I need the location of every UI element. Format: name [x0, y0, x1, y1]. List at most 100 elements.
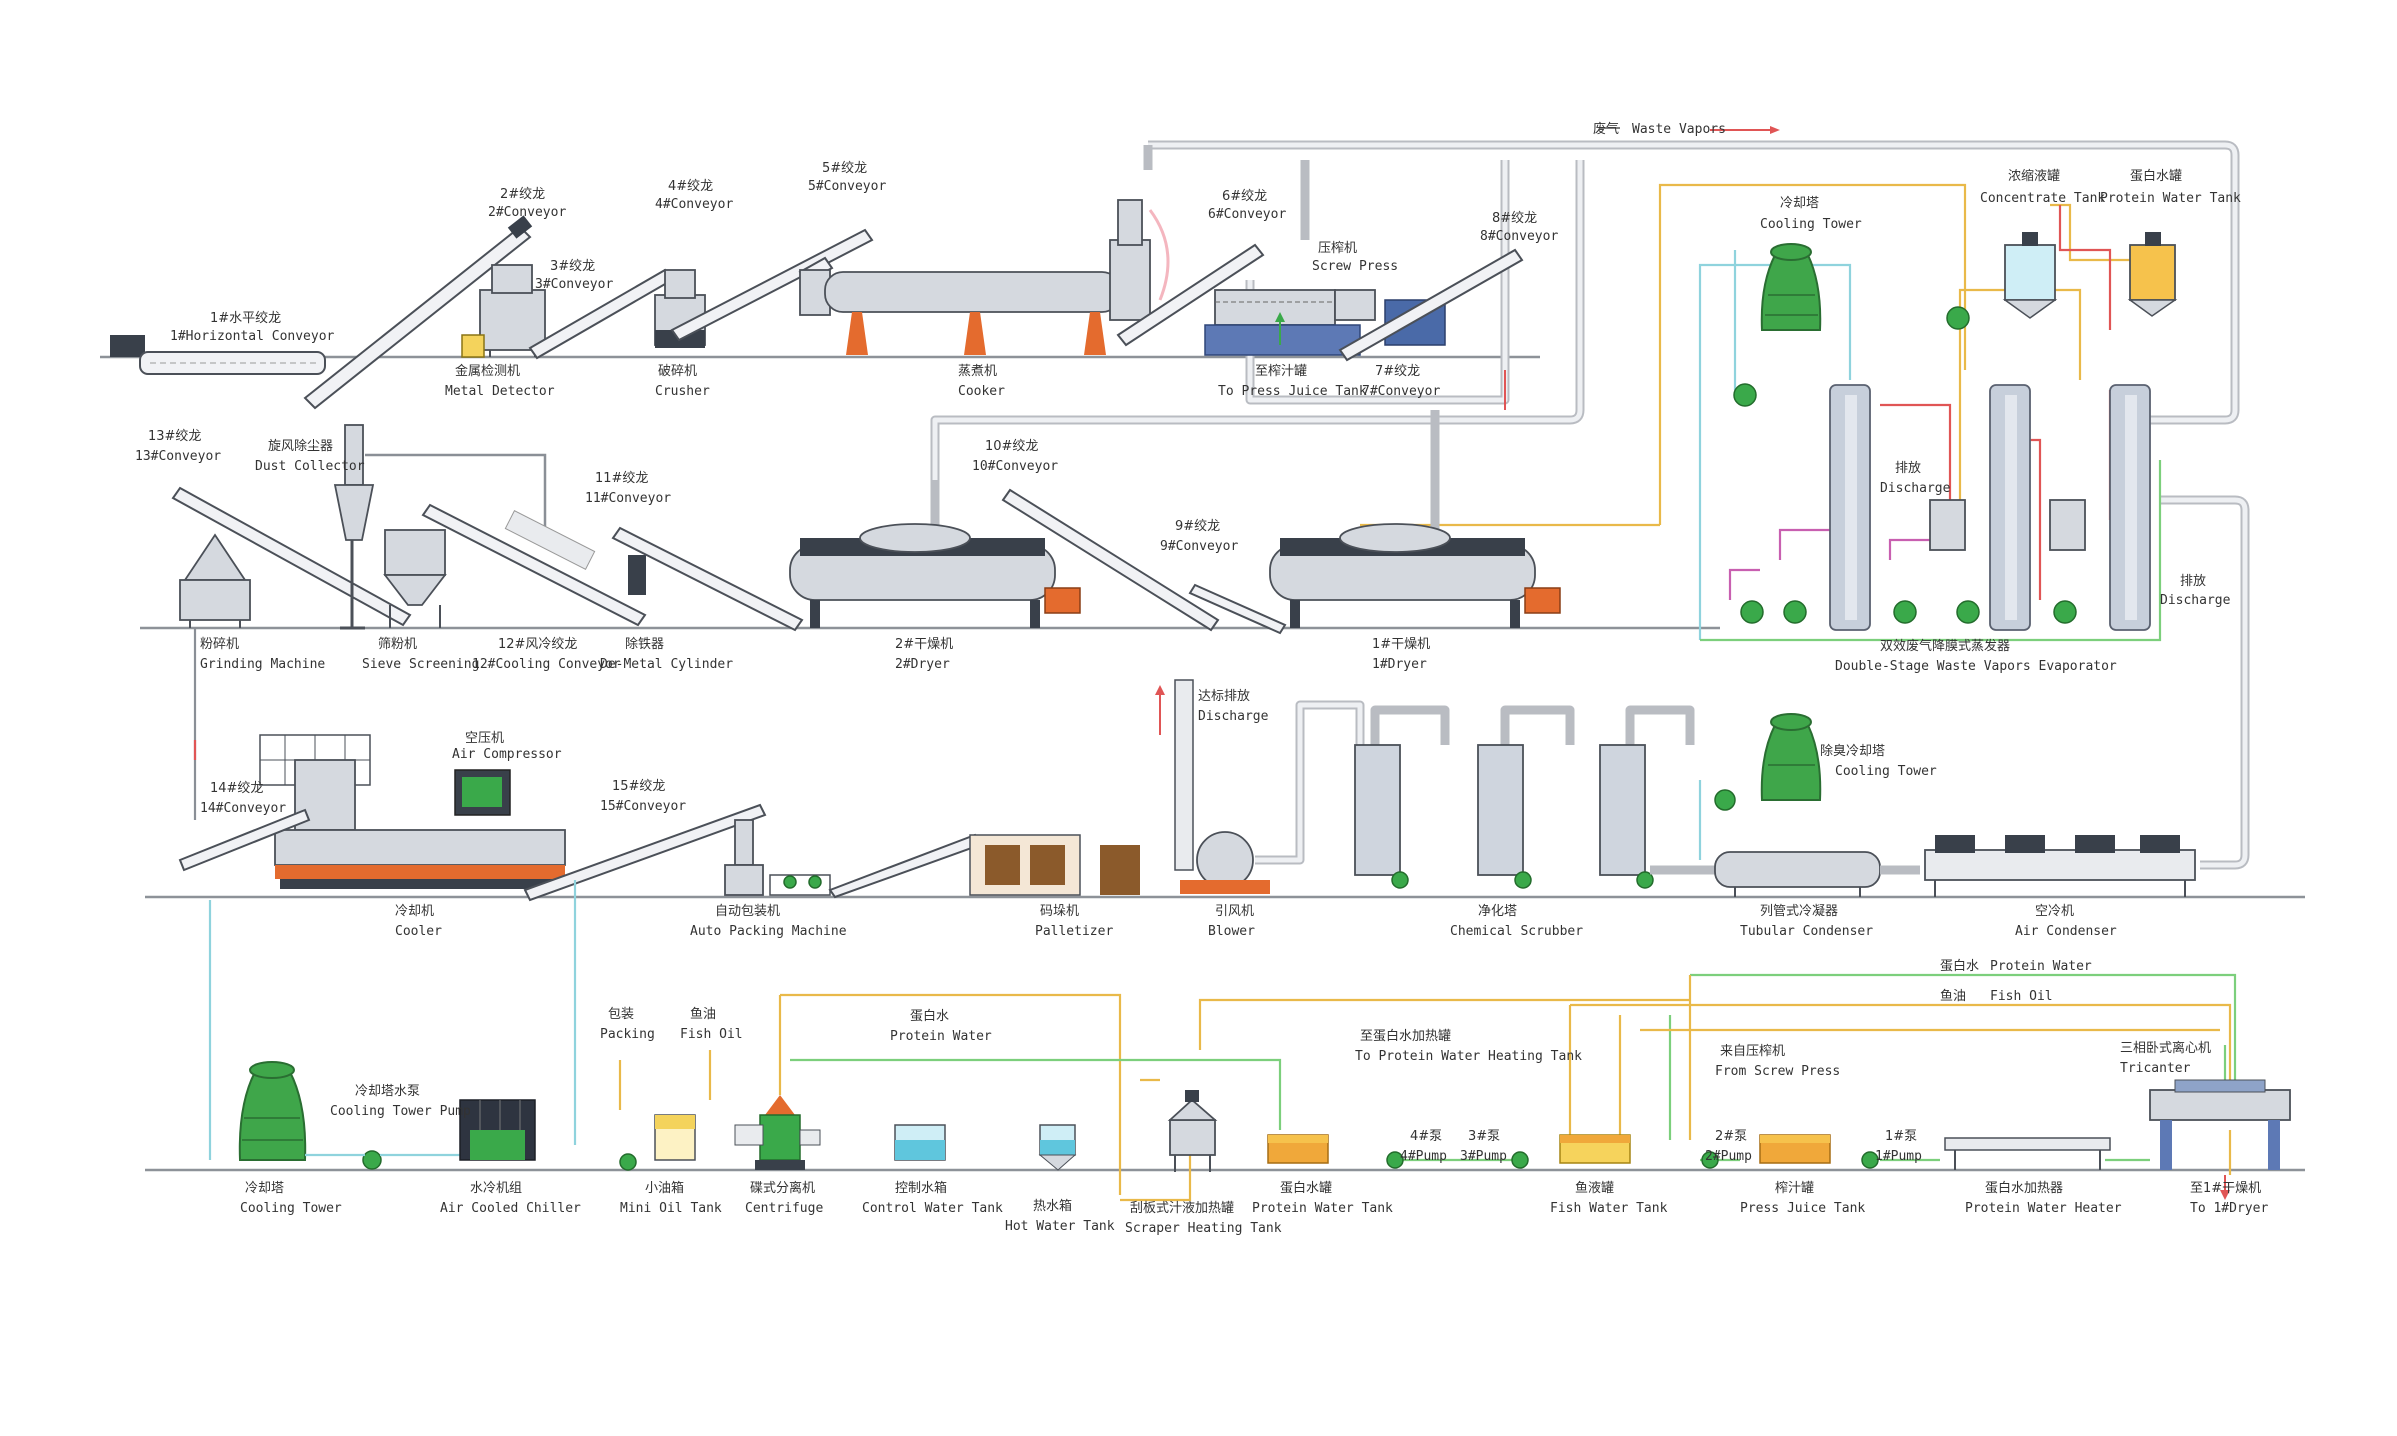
evap-cooling-tower [1760, 243, 1822, 331]
dryer-2 [789, 480, 1081, 628]
dust-collector-label-cn: 旋风除尘器 [268, 439, 333, 454]
cooler [259, 734, 566, 889]
tricanter-label-cn: 三相卧式离心机 [2120, 1040, 2211, 1056]
conveyor-14-label-cn: 14#绞龙 [210, 780, 263, 796]
conveyor-2-label-cn: 2#绞龙 [500, 186, 545, 202]
conveyor-8-label-cn: 8#绞龙 [1492, 210, 1537, 226]
fish-water-tank-label-cn: 鱼液罐 [1575, 1180, 1614, 1196]
scraper-heating-tank-label: Scraper Heating Tank [1125, 1221, 1282, 1236]
deodor-cooling-tower-label-cn: 除臭冷却塔 [1820, 744, 1885, 759]
control-water-tank [894, 1124, 946, 1161]
row1-equipment [110, 199, 1524, 410]
cooker-label: Cooker [958, 384, 1005, 399]
discharge-label: Discharge [1198, 709, 1269, 724]
conveyor-10-label: 10#Conveyor [972, 459, 1058, 474]
centrifuge-label: Centrifuge [745, 1201, 823, 1216]
from-screw-press-label: From Screw Press [1715, 1064, 1840, 1079]
grinding-machine [179, 533, 251, 628]
dryer-1-label: 1#Dryer [1372, 657, 1427, 672]
conveyor-7-label: 7#Conveyor [1362, 384, 1440, 399]
row3-labels: 14#绞龙 14#Conveyor 空压机 Air Compressor 15#… [200, 689, 2117, 939]
dryer-1-label-cn: 1#干燥机 [1372, 637, 1430, 652]
conveyor-6-label: 6#Conveyor [1208, 207, 1286, 222]
air-cooled-chiller [459, 1099, 536, 1161]
conveyor-3-label-cn: 3#绞龙 [550, 258, 595, 274]
chemical-scrubber-label-cn: 净化塔 [1478, 904, 1517, 919]
pump-3-label-cn: 3#泵 [1468, 1129, 1500, 1144]
conveyor-8-label: 8#Conveyor [1480, 229, 1558, 244]
centrifuge [734, 1095, 821, 1170]
screw-press-label-cn: 压榨机 [1318, 240, 1357, 256]
conveyor-14 [178, 808, 311, 872]
sieve-screening [383, 529, 447, 628]
auto-packing-label: Auto Packing Machine [690, 924, 847, 939]
evaporator-label-cn: 双效废气降膜式蒸发器 [1880, 638, 2010, 654]
conveyor-13-label-cn: 13#绞龙 [148, 428, 201, 444]
metal-detector [461, 264, 546, 358]
conveyor-10-label-cn: 10#绞龙 [985, 438, 1038, 454]
conveyor-3-label: 3#Conveyor [535, 277, 613, 292]
air-compressor-label-cn: 空压机 [465, 731, 504, 746]
hot-water-tank-label-cn: 热水箱 [1033, 1198, 1072, 1214]
horizontal-conveyor [110, 335, 326, 375]
sieve-screening-label: Sieve Screening [362, 657, 479, 672]
conveyor-15-label: 15#Conveyor [600, 799, 686, 814]
row2-labels: 13#绞龙 13#Conveyor 旋风除尘器 Dust Collector 1… [135, 428, 1430, 672]
fish-oil-label: Fish Oil [680, 1027, 743, 1042]
palletizer [828, 833, 1140, 899]
horizontal-conveyor-label: 1#Horizontal Conveyor [170, 329, 335, 344]
to-press-juice-tank-label: To Press Juice Tank [1218, 384, 1367, 399]
cooling-conveyor-12-label: 12#Cooling Conveyor [472, 657, 621, 672]
conveyor-11-label: 11#Conveyor [585, 491, 671, 506]
to-press-juice-tank-label-cn: 至榨汁罐 [1255, 363, 1307, 379]
centrifuge-label-cn: 碟式分离机 [750, 1180, 815, 1196]
control-water-tank-label: Control Water Tank [862, 1201, 1003, 1216]
dryer-1 [1269, 500, 1561, 628]
scraper-heating-tank-label-cn: 刮板式汁液加热罐 [1130, 1201, 1234, 1216]
discharge-label-cn: 达标排放 [1198, 689, 1250, 704]
pump-1-label: 1#Pump [1875, 1149, 1922, 1164]
demetal-cylinder-label-cn: 除铁器 [625, 637, 664, 652]
conveyor-5-label-cn: 5#绞龙 [822, 160, 867, 176]
screw-press [1204, 289, 1446, 356]
dust-collector [333, 424, 547, 630]
row4-labels: 蛋白水 Protein Water 鱼油 Fish Oil 包装 Packing… [240, 958, 2268, 1236]
conveyor-4-label: 4#Conveyor [655, 197, 733, 212]
concentrate-tank-label-cn: 浓缩液罐 [2008, 168, 2060, 184]
cooling-tower-pump [362, 1150, 382, 1170]
to-protein-water-heating-tank-label-cn: 至蛋白水加热罐 [1360, 1028, 1451, 1044]
discharge-2-label: Discharge [2160, 593, 2231, 608]
chemical-scrubber-label: Chemical Scrubber [1450, 924, 1583, 939]
cooling-conveyor-12 [421, 503, 647, 627]
air-condenser [1924, 835, 2196, 897]
protein-water-tank [1267, 1134, 1404, 1169]
conveyor-9-label-cn: 9#绞龙 [1175, 518, 1220, 534]
discharge-1-label: Discharge [1880, 481, 1951, 496]
pump-4-label: 4#Pump [1400, 1149, 1447, 1164]
evap-protein-water-tank [2127, 232, 2178, 317]
scraper-heating-tank [1167, 1090, 1218, 1172]
dryer-2-label: 2#Dryer [895, 657, 950, 672]
evaporator-section [1360, 183, 2178, 642]
evaporator-pumps [1733, 306, 2077, 624]
protein-water-heater [1944, 1137, 2111, 1170]
waste-vapors-pipe [930, 126, 2250, 870]
protein-water-top-label: Protein Water [1990, 959, 2092, 974]
protein-water-heater-label-cn: 蛋白水加热器 [1985, 1180, 2063, 1196]
row4-cooling-tower [238, 1061, 307, 1161]
row4-cooling-tower-label: Cooling Tower [240, 1201, 342, 1216]
packing-label-cn: 包装 [608, 1007, 634, 1022]
conveyor-2-label: 2#Conveyor [488, 205, 566, 220]
cooler-label-cn: 冷却机 [395, 904, 434, 919]
conveyor-14-label: 14#Conveyor [200, 801, 286, 816]
conveyor-4 [670, 228, 874, 342]
evap-cooling-tower-label-cn: 冷却塔 [1780, 196, 1819, 211]
tubular-condenser-label: Tubular Condenser [1740, 924, 1873, 939]
conveyor-9-label: 9#Conveyor [1160, 539, 1238, 554]
demetal-cylinder-label: De-Metal Cylinder [600, 657, 733, 672]
air-condenser-label: Air Condenser [2015, 924, 2117, 939]
blower-label-cn: 引风机 [1215, 904, 1254, 919]
mini-oil-tank-label-cn: 小油箱 [645, 1180, 684, 1196]
protein-water-label: Protein Water [890, 1029, 992, 1044]
